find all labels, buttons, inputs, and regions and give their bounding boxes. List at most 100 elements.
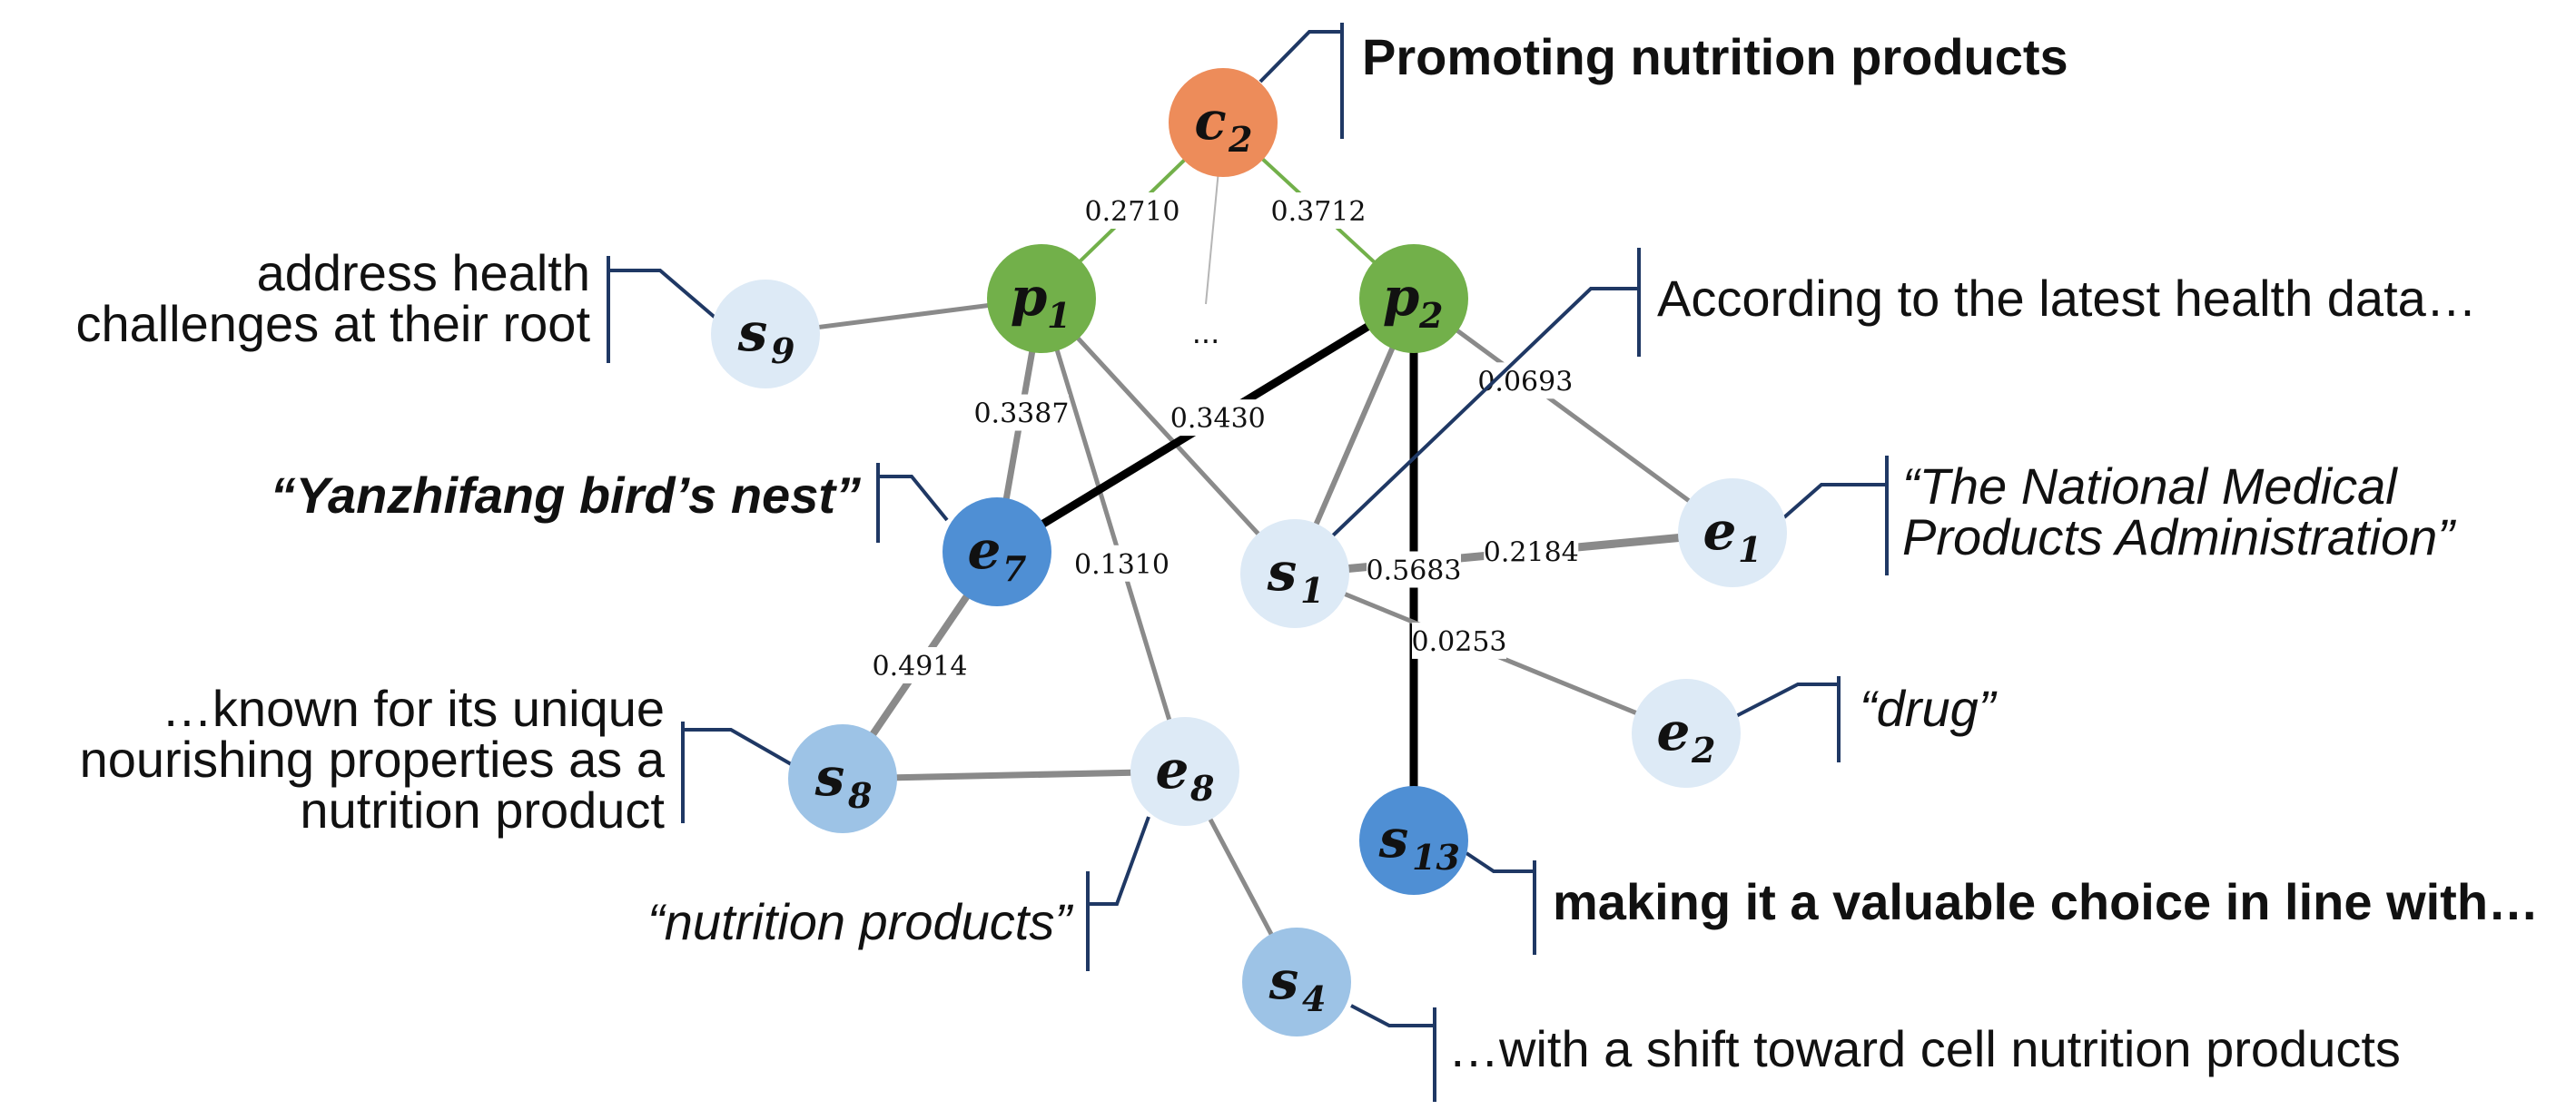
- edge-weight-bg-e7-s8: [873, 647, 967, 683]
- edge-weight-p2-s13: 0.5683: [1367, 555, 1462, 587]
- edge-weight-bg-c2-p1: [1085, 192, 1179, 229]
- bracket-connector-s13: [1465, 851, 1535, 873]
- edge-s8-e8: [842, 768, 1186, 782]
- node-letter-c2: c: [1194, 90, 1226, 152]
- node-letter-e1: e: [1703, 500, 1737, 562]
- annotation-s1-line-0: According to the latest health data…: [1657, 270, 2477, 327]
- node-circle-p2: [1359, 244, 1468, 353]
- node-subscript-s8: 8: [847, 775, 872, 816]
- annotation-s8-line-1: nourishing properties as a: [80, 731, 666, 788]
- node-subscript-c2: 2: [1228, 119, 1252, 160]
- annotation-s9-line-0: address health: [257, 244, 590, 301]
- edge-weight-c2-p2: 0.3712: [1271, 196, 1367, 228]
- edge-weight-bg-p1-e8: [1074, 545, 1170, 582]
- edge-weight-s1-e2: 0.0253: [1412, 626, 1507, 658]
- node-subscript-e2: 2: [1691, 730, 1715, 771]
- node-circle-e2: [1632, 679, 1741, 788]
- edge-p1-s1: [1040, 297, 1297, 575]
- edge-weight-bg-c2-p2: [1271, 192, 1366, 229]
- node-letter-s9: s: [737, 301, 768, 363]
- annotation-s9-line-1: challenges at their root: [75, 295, 590, 352]
- annotation-e2-line-0: “drug”: [1860, 680, 1998, 737]
- node-circle-e1: [1678, 478, 1787, 587]
- node-subscript-e7: 7: [1002, 548, 1026, 589]
- node-subscript-e1: 1: [1738, 529, 1762, 570]
- node-letter-p2: p: [1383, 266, 1420, 328]
- node-circle-s13: [1359, 786, 1468, 895]
- node-subscript-p2: 2: [1418, 295, 1443, 336]
- bracket-connector-c2: [1258, 30, 1342, 83]
- edge-weight-bg-s1-e1: [1484, 533, 1579, 570]
- bracket-connector-e2: [1733, 683, 1839, 719]
- node-letter-s4: s: [1268, 949, 1299, 1011]
- bracket-connector-s4: [1350, 1004, 1435, 1027]
- bracket-connector-s8: [683, 728, 794, 767]
- annotation-s8-line-2: nutrition product: [300, 781, 665, 839]
- annotation-e8-line-0: “nutrition products”: [647, 893, 1073, 950]
- annotation-s4-line-0: …with a shift toward cell nutrition prod…: [1448, 1020, 2401, 1077]
- bracket-connector-s1: [1331, 287, 1639, 537]
- node-letter-s1: s: [1267, 541, 1298, 603]
- edge-weight-p2-e7: 0.3430: [1170, 403, 1266, 435]
- node-subscript-p1: 1: [1047, 295, 1071, 336]
- annotation-e1-line-0: “The National Medical: [1902, 457, 2398, 515]
- annotation-c2-line-0: Promoting nutrition products: [1362, 28, 2068, 85]
- node-subscript-s9: 9: [771, 330, 795, 371]
- node-letter-p1: p: [1011, 266, 1048, 328]
- bracket-connector-e8: [1088, 816, 1150, 906]
- edge-weight-s1-e1: 0.2184: [1484, 537, 1579, 569]
- node-letter-e8: e: [1156, 739, 1189, 801]
- node-circle-e8: [1130, 717, 1239, 826]
- node-circle-s8: [788, 724, 897, 833]
- annotation-s13-line-0: making it a valuable choice in line with…: [1553, 873, 2539, 930]
- annotation-e7-line-0: “Yanzhifang bird’s nest”: [271, 467, 861, 524]
- node-subscript-s4: 4: [1302, 978, 1326, 1019]
- edge-weight-e7-s8: 0.4914: [873, 651, 968, 683]
- annotations-layer: Promoting nutrition products address heal…: [75, 28, 2539, 1077]
- node-circle-s1: [1240, 519, 1349, 628]
- node-letter-e7: e: [968, 519, 1002, 581]
- node-subscript-e8: 8: [1189, 768, 1214, 809]
- bracket-connector-e1: [1782, 483, 1887, 519]
- edge-weight-p1-e7: 0.3387: [973, 398, 1069, 430]
- bracket-connector-e7: [878, 475, 949, 522]
- node-circle-s9: [711, 280, 820, 388]
- edge-weight-bg-p2-s13: [1367, 551, 1461, 588]
- edge-p2-e1: [1412, 296, 1734, 535]
- edge-weight-p1-e8: 0.1310: [1074, 549, 1170, 581]
- bracket-connector-s9: [608, 269, 719, 321]
- annotation-s8-line-0: …known for its unique: [162, 680, 665, 737]
- edge-weight-bg-p2-e7: [1170, 399, 1266, 437]
- annotation-brackets-layer: [607, 23, 1889, 1102]
- node-letter-s8: s: [814, 746, 845, 808]
- node-subscript-s13: 13: [1412, 837, 1460, 878]
- node-subscript-s1: 1: [1300, 570, 1324, 611]
- node-letter-s13: s: [1378, 808, 1409, 869]
- node-circle-e7: [943, 497, 1051, 606]
- edge-weight-bg-s1-e2: [1412, 622, 1507, 659]
- annotation-e1-line-1: Products Administration”: [1902, 508, 2456, 565]
- node-circle-p1: [987, 244, 1096, 353]
- node-circle-c2: [1169, 68, 1278, 177]
- edge-weight-bg-p1-e7: [973, 394, 1069, 431]
- edge-weight-c2-p1: 0.2710: [1085, 196, 1180, 228]
- node-letter-e2: e: [1657, 701, 1691, 762]
- ellipsis-marker: ...: [1192, 316, 1220, 350]
- edge-p1-e8: [1039, 298, 1188, 772]
- node-circle-s4: [1242, 928, 1351, 1036]
